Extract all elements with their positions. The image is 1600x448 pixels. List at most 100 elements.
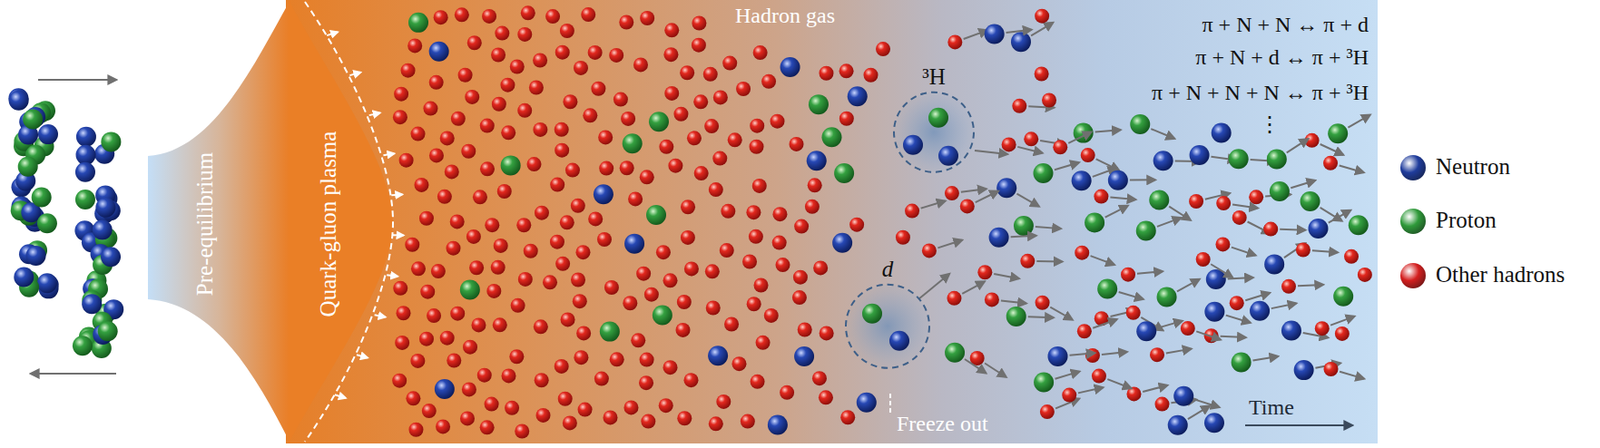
particle: [1204, 412, 1225, 433]
particle: [405, 391, 421, 406]
particle: [813, 260, 828, 275]
motion-arrow: [1231, 247, 1257, 256]
nucleon: [38, 124, 59, 145]
nucleon: [22, 109, 43, 130]
particle: [570, 198, 586, 214]
particle: [922, 243, 937, 258]
nucleon: [13, 267, 34, 288]
nucleon: [100, 131, 121, 152]
particle: [534, 373, 550, 388]
motion-arrow: [1177, 279, 1200, 292]
particle: [1052, 139, 1068, 155]
particle: [677, 411, 692, 426]
particle: [622, 133, 643, 154]
particle: [392, 373, 407, 389]
particle: [618, 15, 634, 30]
nucleus-label: d: [840, 256, 935, 284]
particle: [451, 111, 466, 127]
particle: [792, 290, 807, 305]
particle: [1108, 170, 1129, 191]
particle: [677, 294, 692, 310]
particle: [1093, 189, 1109, 205]
particle: [1333, 286, 1354, 307]
particle: [1035, 295, 1051, 311]
particle: [562, 94, 578, 109]
particle: [536, 408, 551, 423]
nucleon: [862, 304, 883, 324]
particle: [1307, 218, 1328, 239]
particle: [636, 266, 651, 282]
particle: [1196, 252, 1211, 267]
reaction-equation: π + N + d ↔ π + ³H: [1195, 45, 1369, 71]
particle: [1032, 163, 1053, 184]
motion-arrow: [1050, 307, 1072, 321]
motion-arrow: [1158, 321, 1183, 329]
motion-arrow: [392, 234, 404, 236]
particle: [440, 130, 455, 146]
nucleon: [37, 273, 58, 294]
motion-arrow: [1011, 235, 1037, 237]
nucleon: [95, 197, 116, 218]
particle: [797, 322, 813, 337]
motion-arrow: [1226, 315, 1251, 324]
particle: [622, 295, 638, 311]
particle: [458, 68, 473, 83]
particle: [722, 56, 737, 71]
motion-arrow: [1119, 292, 1144, 300]
particle: [440, 331, 455, 346]
bound-state-circle: ³H: [888, 64, 980, 175]
particle: [1048, 346, 1069, 367]
particle: [1020, 254, 1035, 269]
particle: [895, 230, 911, 246]
particle: [532, 52, 548, 68]
motion-arrow: [1290, 180, 1316, 188]
particle: [749, 139, 765, 155]
motion-arrow: [1168, 206, 1191, 221]
ellipsis: ⋮: [1258, 112, 1281, 138]
particle: [588, 45, 603, 60]
particle: [794, 219, 809, 235]
particle: [471, 317, 486, 333]
motion-arrow: [993, 274, 1020, 279]
particle: [392, 281, 408, 296]
particle: [599, 322, 620, 343]
particle: [490, 48, 506, 63]
particle: [469, 260, 484, 275]
particle: [480, 161, 495, 177]
motion-arrow: [1078, 387, 1103, 393]
particle: [490, 260, 506, 275]
particle: [570, 273, 586, 288]
particle: [394, 335, 410, 351]
particle: [446, 353, 462, 369]
motion-arrow: [1129, 178, 1156, 181]
nucleon: [928, 107, 949, 128]
motion-arrow: [1096, 158, 1120, 170]
motion-arrow: [975, 191, 999, 203]
particle: [480, 118, 495, 134]
particle: [582, 107, 598, 123]
particle: [703, 67, 718, 82]
particle: [808, 94, 829, 115]
particle: [1011, 31, 1031, 52]
particle: [944, 186, 960, 201]
motion-arrow: [391, 193, 403, 197]
particle: [431, 264, 446, 279]
motion-arrow: [1069, 353, 1095, 355]
particle: [1266, 148, 1287, 169]
nucleon: [938, 146, 959, 167]
particle: [644, 287, 659, 303]
nucleon: [75, 189, 96, 210]
particle: [652, 305, 673, 326]
particle: [708, 182, 724, 197]
particle: [433, 9, 449, 25]
particle: [663, 47, 678, 62]
particle: [1269, 181, 1290, 202]
particle: [839, 111, 854, 127]
motion-arrow: [1328, 210, 1351, 224]
particle: [679, 65, 695, 80]
particle: [646, 205, 667, 226]
motion-arrow: [1347, 115, 1370, 128]
particle: [1315, 321, 1330, 336]
particle: [720, 204, 736, 219]
particle: [393, 87, 409, 102]
